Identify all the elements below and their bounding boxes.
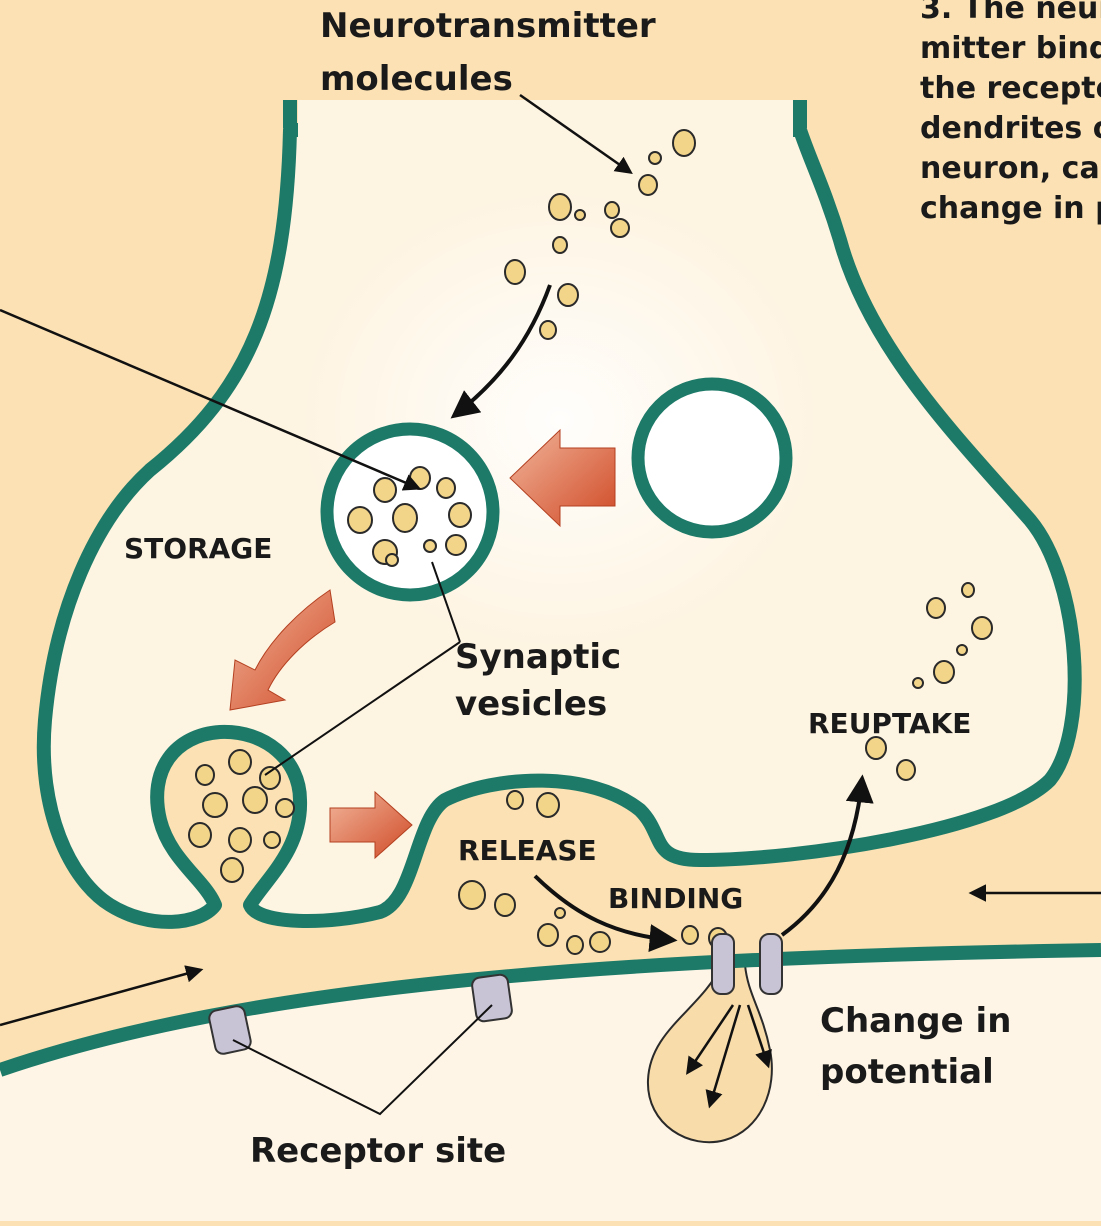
label-synaptic-1: Synaptic bbox=[455, 637, 621, 677]
side-note-line: mitter binds bbox=[920, 31, 1101, 66]
side-note-line: the receptors bbox=[920, 71, 1101, 106]
side-note: 3. The neuro mitter binds the receptors … bbox=[920, 0, 1101, 226]
pointer-cleft bbox=[0, 970, 200, 1025]
label-change-2: potential bbox=[820, 1052, 994, 1092]
side-note-line: neuron, causi bbox=[920, 151, 1101, 186]
label-release: RELEASE bbox=[458, 834, 597, 867]
receptor-site-1 bbox=[208, 1005, 252, 1056]
label-receptor-site: Receptor site bbox=[250, 1131, 506, 1171]
label-synaptic-2: vesicles bbox=[455, 684, 607, 724]
label-change-1: Change in bbox=[820, 1001, 1011, 1041]
label-storage: STORAGE bbox=[124, 532, 272, 565]
empty-vesicle bbox=[638, 384, 786, 532]
side-note-line: dendrites of bbox=[920, 111, 1101, 146]
label-neurotransmitter-2: molecules bbox=[320, 59, 513, 99]
label-neurotransmitter-1: Neurotransmitter bbox=[320, 6, 656, 46]
label-binding: BINDING bbox=[608, 882, 743, 915]
side-note-line: 3. The neuro bbox=[920, 0, 1101, 26]
label-reuptake: REUPTAKE bbox=[808, 707, 971, 740]
side-note-line: change in po bbox=[920, 191, 1101, 226]
receptor-site-2 bbox=[471, 974, 513, 1023]
